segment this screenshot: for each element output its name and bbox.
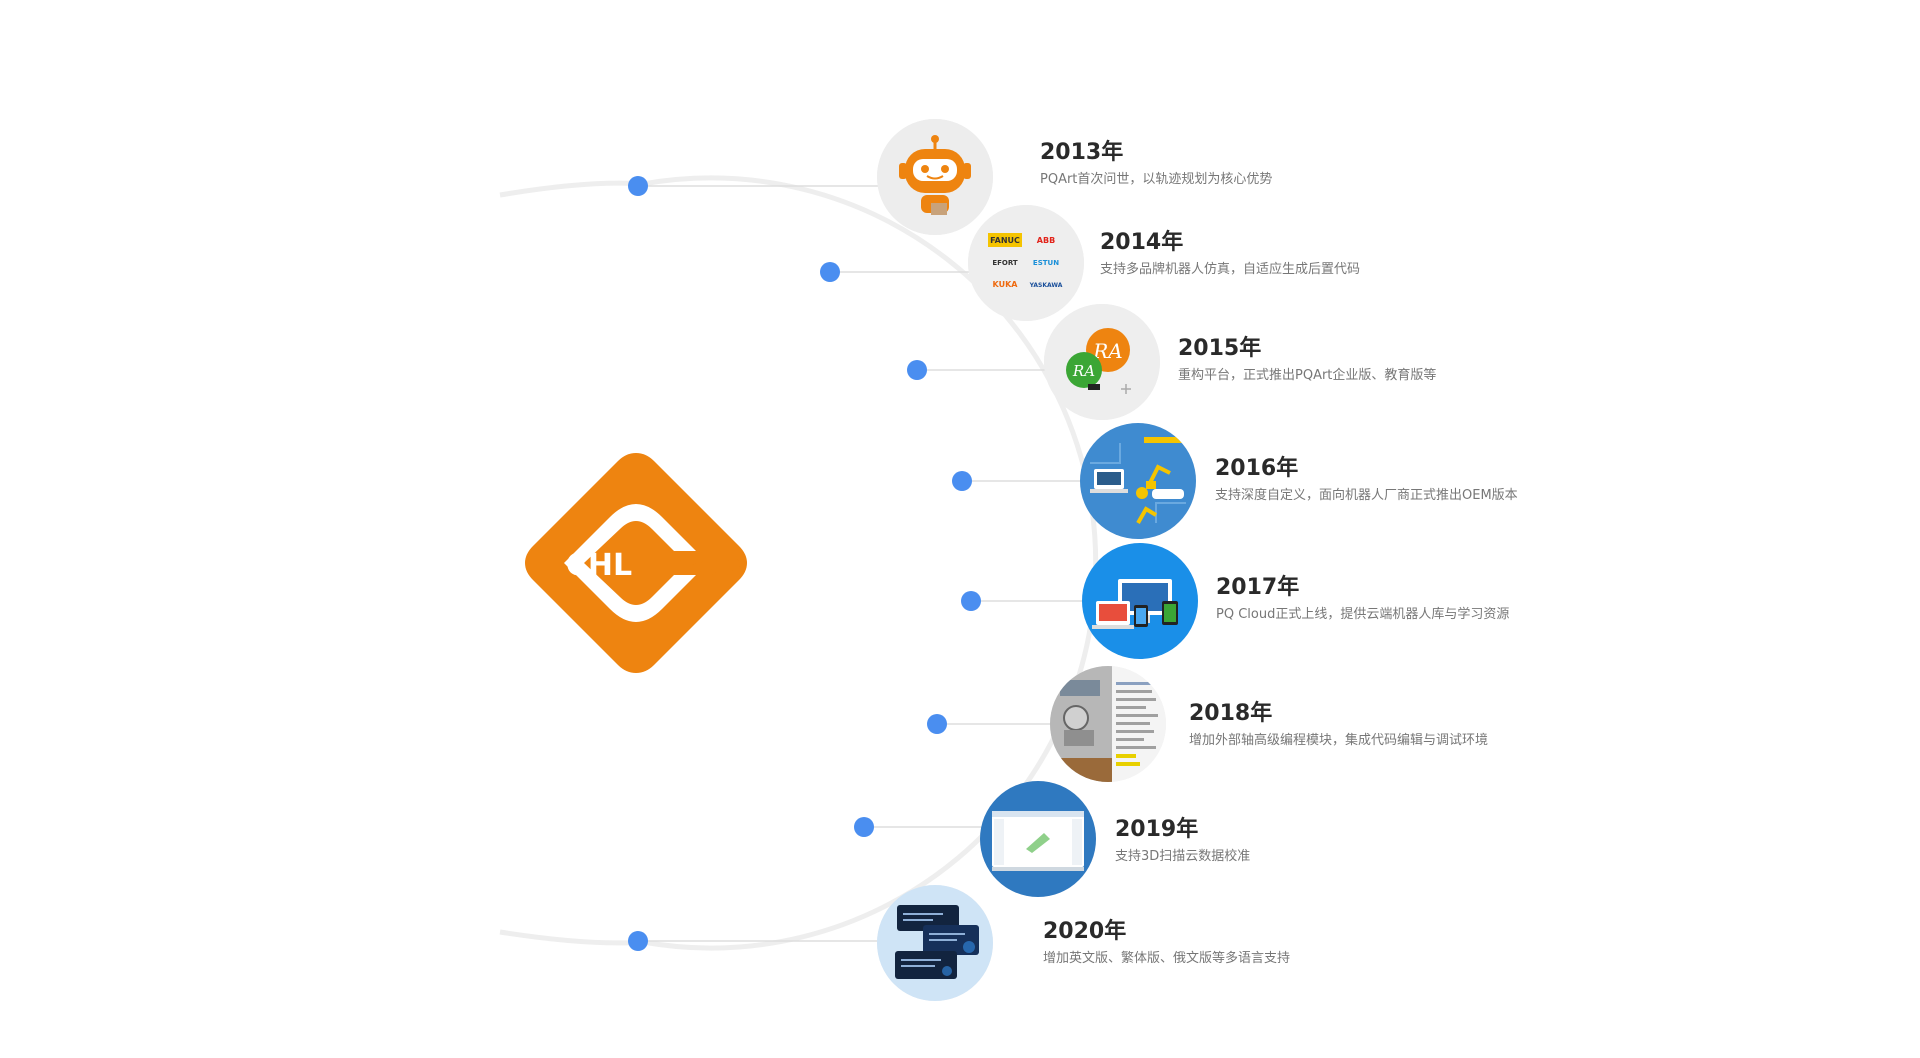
brand-efort: EFORT bbox=[992, 259, 1018, 267]
dots bbox=[628, 176, 981, 951]
milestone-desc: 重构平台，正式推出PQArt企业版、教育版等 bbox=[1178, 368, 1437, 383]
robot-brands-icon: FANUC ABB EFORT ESTUN KUKA YASKAWA bbox=[968, 205, 1084, 321]
milestone-desc: PQ Cloud正式上线，提供云端机器人库与学习资源 bbox=[1216, 607, 1510, 622]
logo-diamond bbox=[525, 453, 747, 673]
cloud-devices-icon bbox=[1082, 543, 1198, 659]
timeline-dot bbox=[907, 360, 927, 380]
timeline-dot bbox=[952, 471, 972, 491]
arc-path bbox=[499, 175, 1099, 951]
connectors bbox=[638, 185, 1086, 942]
milestone-year: 2020年 bbox=[1043, 919, 1127, 944]
multilanguage-cards-icon bbox=[877, 885, 993, 1001]
milestone-desc: 支持深度自定义，面向机器人厂商正式推出OEM版本 bbox=[1215, 488, 1518, 503]
badge-ra-green: RA bbox=[1072, 362, 1095, 380]
milestone-year: 2017年 bbox=[1216, 575, 1300, 600]
milestone-desc: 增加英文版、繁体版、俄文版等多语言支持 bbox=[1043, 951, 1291, 966]
robot-mascot-icon bbox=[877, 119, 993, 235]
timeline-dot bbox=[628, 176, 648, 196]
brand-yaskawa: YASKAWA bbox=[1029, 282, 1063, 289]
milestone-year: 2013年 bbox=[1040, 140, 1124, 165]
code-editor-icon bbox=[1050, 666, 1166, 782]
milestone-year: 2015年 bbox=[1178, 336, 1262, 361]
brand-estun: ESTUN bbox=[1033, 259, 1059, 267]
milestone-year: 2019年 bbox=[1115, 817, 1199, 842]
milestone-desc: 支持3D扫描云数据校准 bbox=[1115, 849, 1251, 864]
logo-text-right: Rob bbox=[677, 548, 741, 583]
logo-text-left: CHL bbox=[566, 548, 632, 583]
timeline-dot bbox=[961, 591, 981, 611]
timeline-dot bbox=[854, 817, 874, 837]
brand-kuka: KUKA bbox=[993, 280, 1019, 289]
milestone-desc: 增加外部轴高级编程模块，集成代码编辑与调试环境 bbox=[1189, 733, 1489, 748]
milestone-desc: 支持多品牌机器人仿真，自适应生成后置代码 bbox=[1100, 262, 1361, 277]
ra-badges-icon: RA RA bbox=[1044, 304, 1160, 420]
chl-rob-logo: CHL Rob bbox=[525, 453, 747, 673]
milestone-year: 2016年 bbox=[1215, 456, 1299, 481]
timeline-dot bbox=[628, 931, 648, 951]
brand-abb: ABB bbox=[1037, 236, 1055, 245]
logo-ring bbox=[564, 504, 696, 622]
automation-scene-icon bbox=[1080, 423, 1196, 539]
milestone-year: 2018年 bbox=[1189, 701, 1273, 726]
brand-fanuc: FANUC bbox=[990, 236, 1020, 245]
timeline-dot bbox=[927, 714, 947, 734]
milestone-year: 2014年 bbox=[1100, 230, 1184, 255]
milestone-desc: PQArt首次问世，以轨迹规划为核心优势 bbox=[1040, 172, 1273, 187]
timeline-dot bbox=[820, 262, 840, 282]
scan-software-icon bbox=[980, 781, 1096, 897]
